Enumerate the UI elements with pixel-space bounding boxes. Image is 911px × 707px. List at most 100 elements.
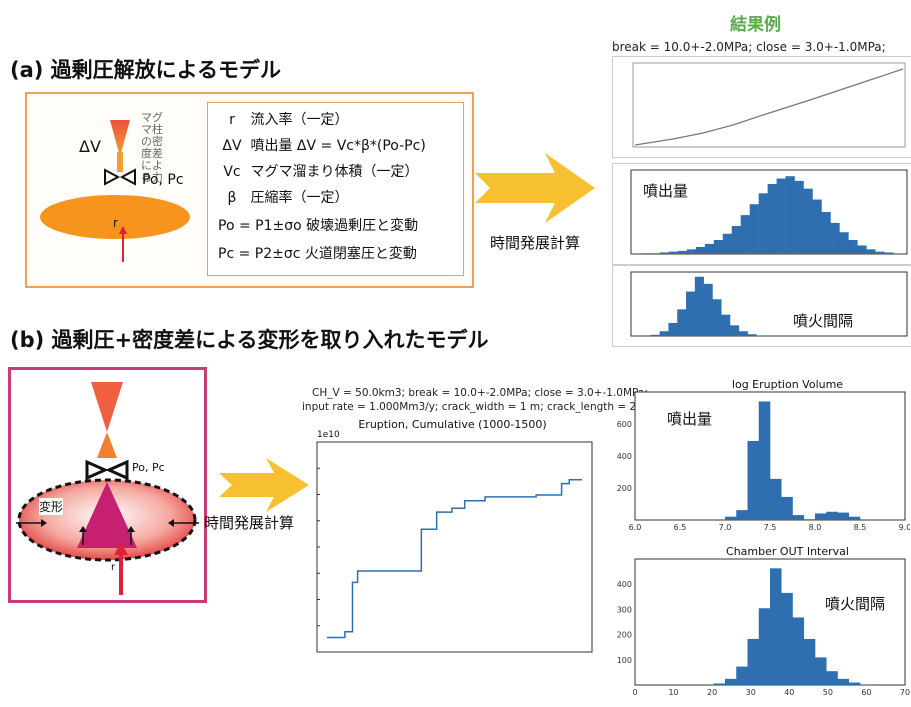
cumulative-line-a xyxy=(632,62,906,148)
volume-label-a: 噴出量 xyxy=(643,182,689,200)
histogram-bar xyxy=(721,314,731,336)
y-tick-label: 200 xyxy=(617,631,632,640)
histogram-bar xyxy=(725,678,737,685)
histogram-bar xyxy=(668,251,679,254)
histogram-bar xyxy=(866,249,876,254)
definitions-box: r 流入率（一定） ΔV 噴出量 ΔV = Vc*β*(Po-Pc) Vc マグ… xyxy=(207,102,464,276)
histogram-bar xyxy=(837,678,850,685)
histogram-bar xyxy=(792,515,805,520)
x-tick-label: 8.5 xyxy=(854,523,867,532)
histogram-bar xyxy=(686,249,697,254)
histogram-bar xyxy=(677,250,688,254)
histogram-bar xyxy=(730,325,740,336)
histogram-bar xyxy=(713,683,726,685)
interval-hist-title: Chamber OUT Interval xyxy=(726,545,849,558)
x-tick-label: 50 xyxy=(823,688,833,697)
histogram-bar xyxy=(659,252,670,254)
delta-v-label: ΔV xyxy=(79,137,101,156)
def-text: 流入率（一定） xyxy=(250,112,349,128)
y-tick-label: 600 xyxy=(617,420,632,429)
force-text-line: 度差 xyxy=(141,147,163,160)
histogram-bar xyxy=(821,212,831,254)
cumulative-chart: Eruption, Cumulative (1000-1500) 1e10 xyxy=(305,418,600,658)
histogram-bar xyxy=(677,309,687,336)
histogram-bar xyxy=(848,682,861,685)
model-a-box: ΔV マグ マ柱 の密 度差 によ る力 Po, Pc r r 流入率（一定） … xyxy=(25,92,474,288)
def-text: 噴出量 ΔV = Vc*β*(Po-Pc) xyxy=(250,138,426,154)
definition-row: Po = P1±σo 破壊過剰圧と変動 xyxy=(218,215,418,235)
cumulative-plot-a xyxy=(612,56,911,158)
interval-label-b: 噴火間隔 xyxy=(825,595,886,613)
definition-row: ΔV 噴出量 ΔV = Vc*β*(Po-Pc) xyxy=(218,135,426,155)
histogram-bar xyxy=(758,193,768,254)
force-text-line: の密 xyxy=(141,135,163,148)
x-tick-label: 20 xyxy=(707,688,717,697)
x-tick-label: 8.0 xyxy=(809,523,822,532)
cumulative-chart-svg xyxy=(316,441,593,653)
histogram-bar xyxy=(703,283,713,336)
x-tick-label: 30 xyxy=(746,688,756,697)
def-symbol: r xyxy=(229,112,235,128)
histogram-bar xyxy=(704,243,715,254)
histogram-bar xyxy=(812,199,822,254)
def-text: マグマ溜まり体積（一定） xyxy=(250,164,419,180)
def-text: 圧縮率（一定） xyxy=(250,190,349,206)
r-label-b: r xyxy=(111,562,116,573)
param-line2-b: input rate = 1.000Mm3/y; crack_width = 1… xyxy=(302,401,670,413)
x-tick-label: 10 xyxy=(668,688,678,697)
x-tick-label: 0 xyxy=(632,688,637,697)
y-tick-label: 100 xyxy=(617,656,632,665)
y-tick-label: 400 xyxy=(617,452,632,461)
cumulative-series-line xyxy=(327,479,582,639)
histogram-bar xyxy=(694,276,704,336)
interval-hist-a: 噴火間隔 xyxy=(612,265,911,347)
x-tick-label: 7.5 xyxy=(764,523,777,532)
histogram-bar xyxy=(758,608,771,685)
deform-label: 変形 xyxy=(39,498,64,515)
param-line1-b: CH_V = 50.0km3; break = 10.0+-2.0MPa; cl… xyxy=(312,387,648,399)
interval-label-a: 噴火間隔 xyxy=(793,312,854,330)
histogram-bar xyxy=(848,240,858,254)
histogram-bar xyxy=(747,638,760,685)
cumulative-chart-title: Eruption, Cumulative (1000-1500) xyxy=(358,418,547,431)
definition-row: β 圧縮率（一定） xyxy=(218,187,349,207)
param-text-a: break = 10.0+-2.0MPa; close = 3.0+-1.0MP… xyxy=(612,40,886,54)
histogram-bar xyxy=(651,253,661,254)
histogram-bar xyxy=(826,671,838,685)
histogram-bar xyxy=(650,334,660,336)
x-tick-label: 60 xyxy=(861,688,871,697)
x-tick-label: 40 xyxy=(784,688,794,697)
histogram-bar xyxy=(826,511,838,520)
section-b-title: (b) 過剰圧+密度差による変形を取り入れたモデル xyxy=(10,328,489,352)
histogram-bar xyxy=(781,496,793,520)
x-tick-label: 7.0 xyxy=(719,523,732,532)
x-tick-label: 6.0 xyxy=(629,523,642,532)
histogram-bar xyxy=(857,245,867,254)
x-tick-label: 6.5 xyxy=(674,523,687,532)
arrow-a-icon xyxy=(475,153,595,223)
y-tick-label: 400 xyxy=(617,580,632,589)
histogram-bar xyxy=(770,478,782,520)
histogram-bar xyxy=(875,251,885,254)
histogram-bar xyxy=(722,233,733,254)
density-force-text: マグ マ柱 の密 度差 によ る力 xyxy=(141,112,167,184)
histogram-bar xyxy=(837,512,850,520)
interval-hist-svg-a xyxy=(630,271,908,337)
result-title: 結果例 xyxy=(730,15,781,35)
histogram-bar xyxy=(803,638,816,685)
histogram-bar xyxy=(659,331,669,336)
histogram-bar xyxy=(758,401,771,520)
histogram-bar xyxy=(747,440,760,520)
histogram-bar xyxy=(731,226,742,254)
histogram-bar xyxy=(686,291,696,336)
histogram-bar xyxy=(848,516,861,520)
model-b-box: Po, Pc 変形 r xyxy=(8,367,207,603)
histogram-bar xyxy=(749,204,759,254)
force-text-line: る力 xyxy=(141,171,163,184)
histogram-bar xyxy=(781,592,793,685)
histogram-bar xyxy=(695,247,706,254)
arrow-b-icon xyxy=(219,458,309,512)
histogram-bar xyxy=(756,335,766,336)
